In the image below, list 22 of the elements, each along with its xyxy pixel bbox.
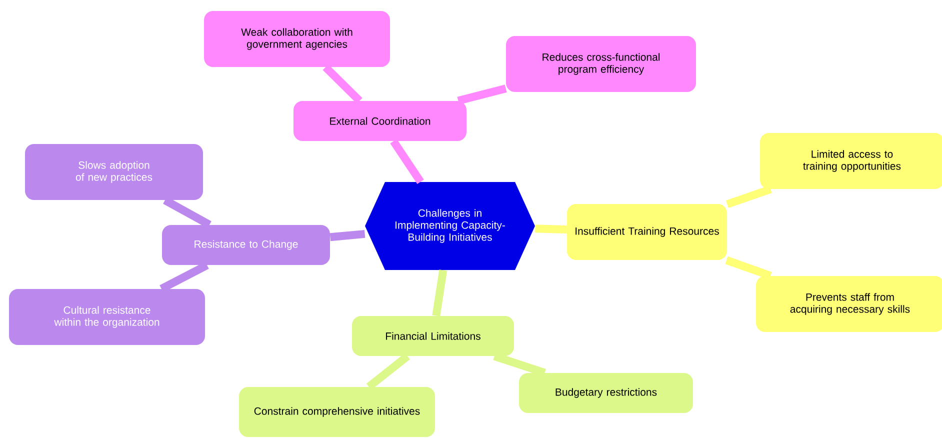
connector-line bbox=[725, 256, 772, 280]
topic-box: Resistance to Change bbox=[162, 224, 330, 265]
topic-box: External Coordination bbox=[294, 101, 466, 141]
connector-line bbox=[457, 84, 507, 105]
detail-box: Slows adoption of new practices bbox=[25, 144, 203, 200]
detail-box: Cultural resistance within the organization bbox=[9, 288, 205, 345]
detail-box: Prevents staff from acquiring necessary skills bbox=[756, 276, 942, 332]
connector-line bbox=[726, 185, 772, 208]
detail-box: Limited access to training opportunities bbox=[760, 133, 942, 189]
detail-box: Constrain comprehensive initiatives bbox=[239, 386, 435, 437]
topic-box: Financial Limitations bbox=[352, 316, 514, 356]
hexagon-node: Challenges in Implementing Capacity-Building Initiatives bbox=[365, 182, 535, 270]
connector-line bbox=[535, 224, 567, 234]
connector-line bbox=[366, 353, 410, 390]
connector-line bbox=[322, 64, 362, 104]
detail-box: Budgetary restrictions bbox=[519, 372, 693, 413]
detail-box: Reduces cross-functional program efficiency bbox=[506, 36, 696, 92]
topic-box: Insufficient Training Resources bbox=[567, 204, 727, 260]
detail-box: Weak collaboration with government agencies bbox=[204, 11, 390, 67]
connector-line bbox=[330, 230, 366, 242]
connector-line bbox=[390, 138, 424, 184]
connector-line bbox=[432, 270, 448, 316]
